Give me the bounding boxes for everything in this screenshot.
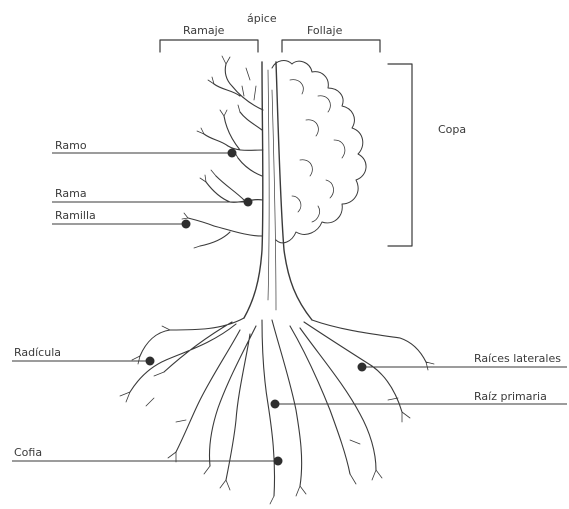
label-apice: ápice	[247, 13, 277, 24]
label-copa: Copa	[438, 124, 466, 135]
label-follaje: Follaje	[307, 25, 342, 36]
follaje-bracket	[282, 40, 380, 52]
copa-bracket	[388, 64, 412, 246]
dot-raices-laterales	[358, 363, 367, 372]
label-ramo: Ramo	[55, 140, 87, 151]
branches	[188, 64, 263, 246]
ramaje-bracket	[160, 40, 258, 52]
dot-radicula	[146, 357, 155, 366]
label-cofia: Cofia	[14, 447, 42, 458]
label-raiz-primaria: Raíz primaria	[474, 391, 547, 402]
label-radicula: Radícula	[14, 347, 61, 358]
label-raices-laterales: Raíces laterales	[474, 353, 561, 364]
dot-cofia	[274, 457, 283, 466]
dot-raiz-primaria	[271, 400, 280, 409]
label-ramilla: Ramilla	[55, 210, 96, 221]
label-rama: Rama	[55, 188, 87, 199]
dot-rama	[244, 198, 253, 207]
dot-ramo	[228, 149, 237, 158]
label-ramaje: Ramaje	[183, 25, 224, 36]
dot-ramilla	[182, 220, 191, 229]
